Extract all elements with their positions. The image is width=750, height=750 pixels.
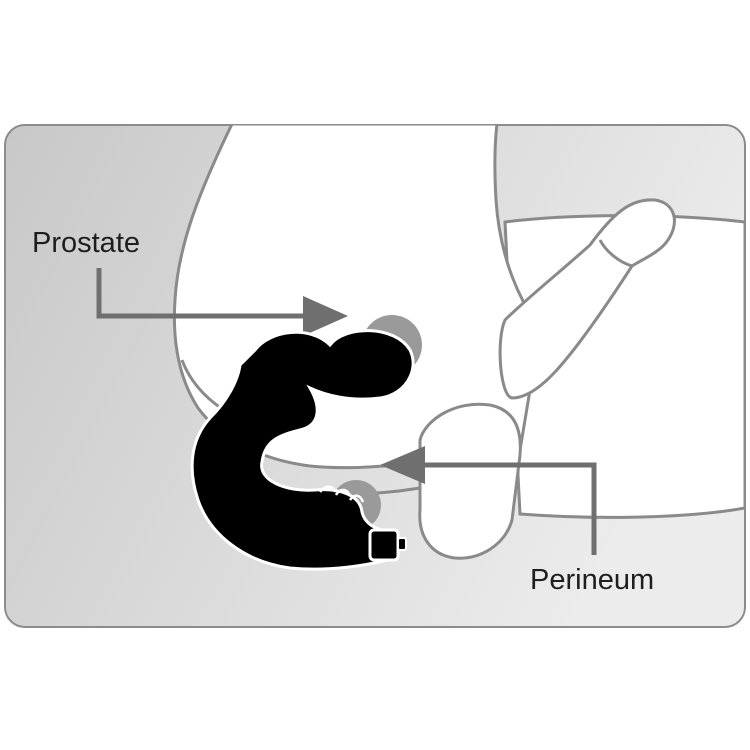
prostate-label: Prostate	[32, 227, 140, 259]
perineum-arrow-line	[420, 462, 597, 555]
prostate-arrow-line	[96, 268, 305, 319]
penis-outline	[498, 198, 676, 400]
prostate-massager-icon	[190, 329, 415, 571]
glans-line	[598, 239, 633, 268]
perineum-label: Perineum	[530, 564, 655, 596]
arrow-left-icon	[380, 446, 425, 484]
scrotum-outline	[418, 402, 522, 560]
arrow-right-icon	[303, 296, 348, 336]
